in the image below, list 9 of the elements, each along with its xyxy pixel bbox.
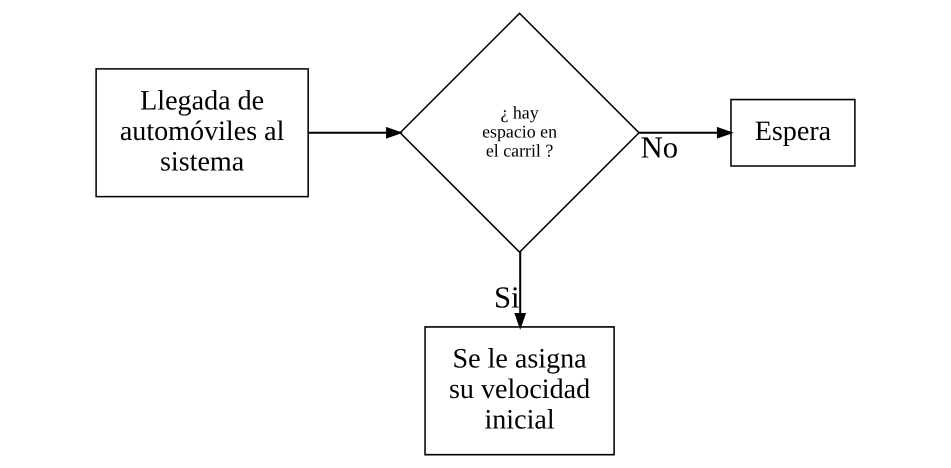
edge-label: No [640,130,678,164]
edge-label: Si [494,280,520,314]
node-box: Llegada de automóviles al sistema [95,68,309,198]
arrow [514,252,526,330]
arrow [308,126,403,139]
node-diamond: ¿ hay espacio en el carril ? [399,12,640,254]
node-box: Espera [730,98,856,167]
arrow [639,126,734,139]
node-box: Se le asigna su velocidad inicial [424,326,615,456]
